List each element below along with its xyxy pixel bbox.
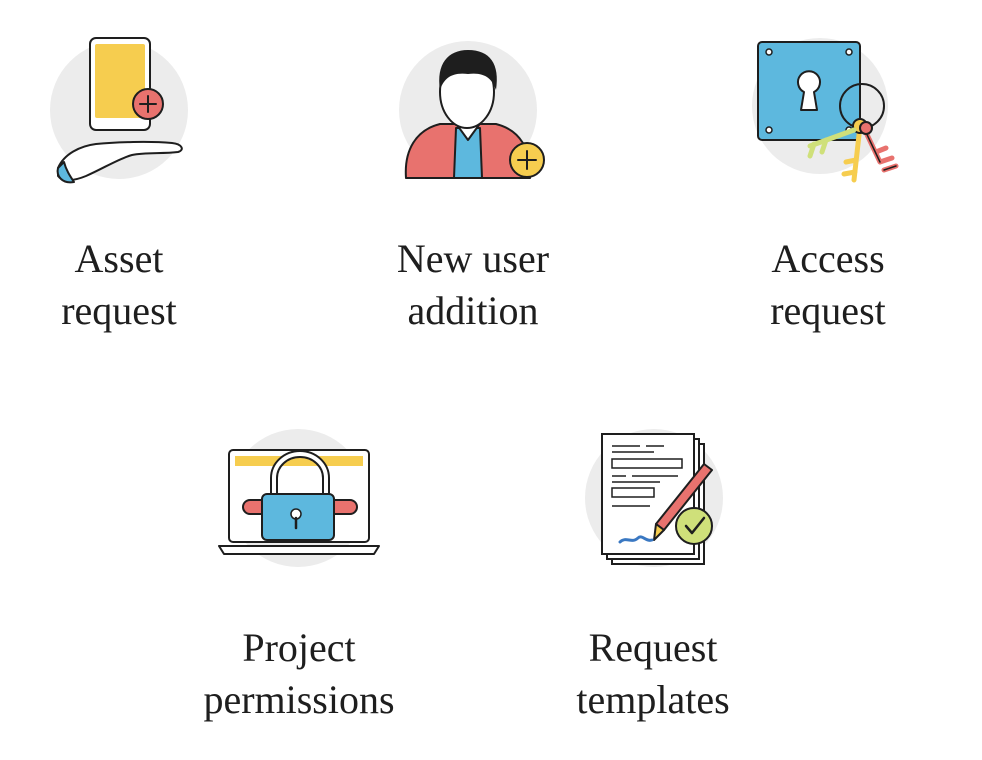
label-line-2: templates xyxy=(576,677,730,722)
label-line-1: Request xyxy=(588,625,718,670)
tile-new-user-addition[interactable]: New user addition xyxy=(350,0,600,345)
tile-label: Access request xyxy=(700,233,956,337)
tile-access-request[interactable]: Access request xyxy=(700,0,960,345)
label-line-2: addition xyxy=(407,288,539,333)
label-line-2: permissions xyxy=(203,677,395,722)
tile-label: New user addition xyxy=(350,233,596,337)
label-line-1: Project xyxy=(242,625,356,670)
tile-label: Request templates xyxy=(540,622,766,726)
door-lock-keys-icon xyxy=(752,38,899,183)
label-line-2: request xyxy=(770,288,886,333)
tile-label: Project permissions xyxy=(180,622,418,726)
phone-in-hand-icon xyxy=(50,37,188,184)
tile-asset-request[interactable]: Asset request xyxy=(0,0,250,345)
tile-project-permissions[interactable]: Project permissions xyxy=(180,400,420,745)
label-line-1: Asset xyxy=(74,236,164,281)
tile-label: Asset request xyxy=(0,233,238,337)
label-line-1: Access xyxy=(771,236,885,281)
locked-laptop-icon xyxy=(218,429,380,567)
label-line-2: request xyxy=(61,288,177,333)
signed-document-icon xyxy=(585,429,723,567)
label-line-1: New user xyxy=(396,236,550,281)
tile-request-templates[interactable]: Request templates xyxy=(540,400,770,745)
add-user-icon xyxy=(399,41,545,179)
